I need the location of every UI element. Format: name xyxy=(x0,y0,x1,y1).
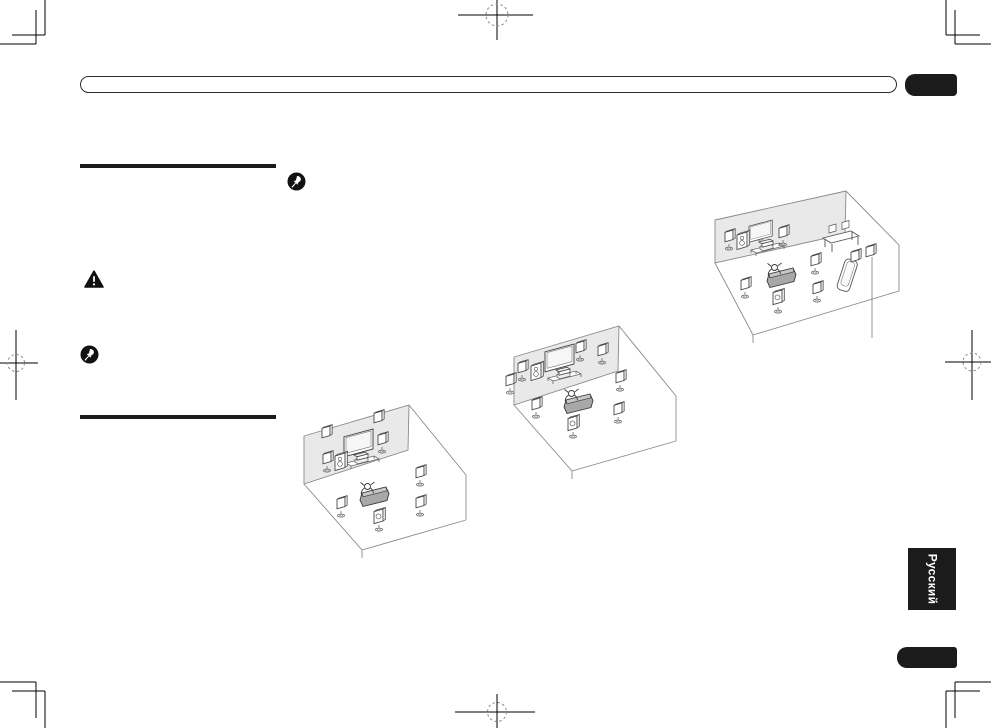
speaker-stand-icon xyxy=(616,384,624,392)
speaker-stand-icon xyxy=(415,509,425,517)
note-icon xyxy=(287,172,306,191)
speaker-stand-icon xyxy=(813,295,821,303)
speaker-stand-icon xyxy=(374,524,384,532)
subwoofer-icon xyxy=(772,287,785,306)
speaker-stand-icon xyxy=(336,510,346,518)
speaker-stand-icon xyxy=(569,431,577,439)
speaker-layout-diagram-2 xyxy=(505,325,677,479)
speaker-icon xyxy=(740,276,752,291)
page-number-tab xyxy=(905,74,957,96)
speaker-icon xyxy=(415,494,427,509)
speaker-stand-icon xyxy=(415,479,425,487)
subwoofer-icon xyxy=(373,506,386,525)
room-outline xyxy=(714,190,900,343)
speaker-icon xyxy=(810,252,822,267)
section-divider-top xyxy=(80,164,276,168)
language-tab-label: Русский xyxy=(925,553,939,605)
page-corner-tab xyxy=(897,647,957,668)
speaker-stand-icon xyxy=(811,267,819,275)
speaker-stand-icon xyxy=(741,291,749,299)
speaker-layout-diagram-1 xyxy=(303,404,467,558)
speaker-stand-icon xyxy=(774,306,782,314)
speaker-stand-icon xyxy=(532,411,540,419)
zone-speaker-icon xyxy=(865,243,877,258)
speaker-stand-icon xyxy=(614,416,622,424)
language-tab-russian: Русский xyxy=(908,548,956,610)
zone-speaker-icon xyxy=(850,248,862,263)
speaker-icon xyxy=(336,495,348,510)
speaker-layout-diagram-3 xyxy=(714,190,900,343)
speaker-stand-icon xyxy=(505,387,514,395)
caution-icon xyxy=(84,270,104,288)
section-divider-bottom xyxy=(80,415,276,419)
speaker-icon xyxy=(812,280,824,295)
page-header-bar xyxy=(80,76,897,93)
sofa-with-listener-icon xyxy=(563,388,594,414)
second-zone-couch-icon xyxy=(836,258,858,292)
sofa-with-listener-icon xyxy=(766,262,797,288)
note-icon-2 xyxy=(80,345,99,364)
speaker-icon xyxy=(613,401,625,416)
sofa-with-listener-icon xyxy=(359,481,390,507)
subwoofer-icon xyxy=(567,413,580,432)
speaker-icon xyxy=(415,464,427,479)
